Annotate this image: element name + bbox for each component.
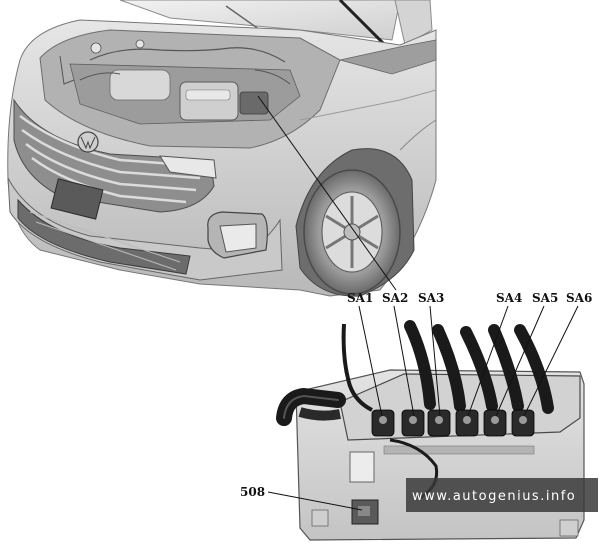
label-sa1: SA1 (347, 291, 373, 305)
label-sa4: SA4 (496, 291, 522, 305)
watermark-text: www.autogenius.info (412, 489, 576, 504)
label-508: 508 (240, 485, 265, 499)
leader-lines (257, 95, 579, 511)
label-sa5: SA5 (532, 291, 558, 305)
label-sa3: SA3 (418, 291, 444, 305)
watermark: www.autogenius.info (406, 478, 598, 512)
car-front-illustration (7, 0, 437, 297)
label-sa2: SA2 (382, 291, 408, 305)
label-sa6: SA6 (566, 291, 592, 305)
